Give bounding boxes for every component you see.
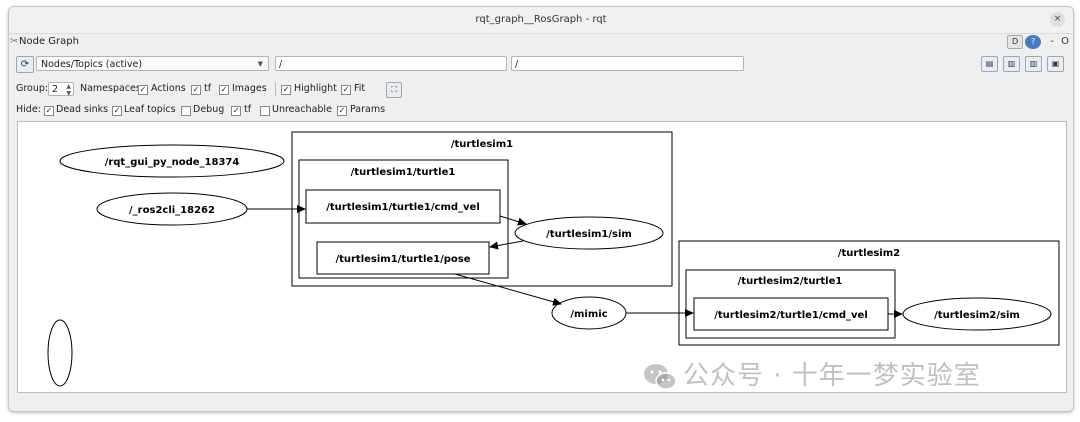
highlight-label: Highlight [294,83,337,94]
cluster-turtlesim1-turtle1-label: /turtlesim1/turtle1 [351,167,456,178]
images-checkbox[interactable]: ✓ [219,85,229,95]
cluster-turtlesim2-turtle1 [685,269,896,339]
dead-sinks-label: Dead sinks [56,104,109,115]
plugin-header: ✂ Node Graph D? - O [9,35,1073,51]
title-bar: rqt_graph__RosGraph - rqt × [9,7,1073,34]
cluster-turtlesim1-turtle1 [298,159,509,279]
tf-label: tf [204,83,212,94]
mode-select-value: Nodes/Topics (active) [41,59,143,70]
node-rqt-gui[interactable] [59,144,285,178]
cluster-turtlesim2 [678,240,1060,346]
edge-sim1-to-pose1 [489,240,524,250]
topic-turtlesim1-pose-label: /turtlesim1/turtle1/pose [335,254,470,265]
debug-checkbox[interactable] [181,106,191,116]
node-filter-input[interactable]: / [275,56,507,71]
spin-arrows-icon[interactable]: ▲▼ [66,83,71,97]
images-label: Images [232,83,267,94]
scissors-icon: ✂ [10,36,19,47]
close-plugin-button[interactable]: O [1061,36,1069,47]
group-value: 2 [52,84,59,95]
topic-turtlesim1-pose[interactable] [316,241,490,275]
screenshot-icon[interactable]: ▣ [1047,56,1064,72]
wechat-logo-icon [644,363,677,390]
hide-tf-label: tf [244,104,252,115]
node-turtlesim1-sim[interactable] [514,216,664,250]
topic-filter-input[interactable]: / [511,56,744,71]
hide-tf-checkbox[interactable]: ✓ [231,106,241,116]
graph-canvas[interactable]: /turtlesim1 /turtlesim1/turtle1 /turtles… [17,121,1067,393]
dock-button[interactable]: D [1007,35,1024,49]
watermark-text: 公众号 · 十年一梦实验室 [683,361,981,391]
cluster-turtlesim1-label: /turtlesim1 [451,139,513,150]
minimize-plugin-button[interactable]: - [1050,36,1054,47]
close-window-button[interactable]: × [1050,12,1065,27]
debug-label: Debug [193,104,225,115]
topic-turtlesim1-cmd-vel[interactable] [305,189,501,224]
watermark: 公众号 · 十年一梦实验室 [643,354,1053,398]
actions-label: Actions [151,83,186,94]
edge-cmd-vel1-to-sim1 [499,215,527,226]
cluster-turtlesim2-label: /turtlesim2 [838,248,900,259]
node-unlabeled[interactable] [47,319,73,387]
help-icon[interactable]: ? [1025,35,1042,49]
node-mimic-label: /mimic [570,309,607,320]
fit-in-view-icon[interactable]: ⛶ [386,82,402,98]
mode-select[interactable]: Nodes/Topics (active) ▼ [36,56,269,71]
tf-checkbox[interactable]: ✓ [191,85,201,95]
node-turtlesim1-sim-label: /turtlesim1/sim [546,229,632,240]
topic-turtlesim1-cmd-vel-label: /turtlesim1/turtle1/cmd_vel [326,202,480,213]
params-label: Params [350,104,386,115]
refresh-icon[interactable]: ⟳ [16,56,34,73]
params-checkbox[interactable]: ✓ [337,106,347,116]
unreachable-checkbox[interactable] [260,106,270,116]
ros-graph: /turtlesim1 /turtlesim1/turtle1 /turtles… [47,131,1060,387]
node-rqt-gui-label: /rqt_gui_py_node_18374 [105,157,240,168]
group-label: Group: [16,83,49,94]
node-ros2cli-label: /_ros2cli_18262 [129,205,215,216]
group-spinbox[interactable]: 2 ▲▼ [48,82,74,97]
plugin-controls: D? - O [1005,35,1069,49]
highlight-checkbox[interactable]: ✓ [281,85,291,95]
leaf-topics-label: Leaf topics [124,104,176,115]
rqt-window: rqt_graph__RosGraph - rqt × ✂ Node Graph… [8,6,1074,412]
actions-checkbox[interactable]: ✓ [138,85,148,95]
plugin-title: Node Graph [19,36,79,47]
toolbar-row: ⟳ Nodes/Topics (active) ▼ / / ▤ ▥ ▥ ▣ [9,53,1073,75]
unreachable-label: Unreachable [272,104,332,115]
hide-label: Hide: [16,104,41,115]
chevron-down-icon: ▼ [257,60,263,68]
save-dot-icon[interactable]: ▥ [1003,56,1020,72]
status-bar [9,393,1073,411]
save-svg-icon[interactable]: ▥ [1025,56,1042,72]
namespaces-label: Namespaces [80,83,141,94]
load-icon[interactable]: ▤ [981,56,998,72]
dead-sinks-checkbox[interactable]: ✓ [44,106,54,116]
options-row: Group: 2 ▲▼ Namespaces ✓ Actions ✓ tf ✓ … [9,79,1073,99]
fit-label: Fit [354,83,366,94]
cluster-turtlesim2-turtle1-label: /turtlesim2/turtle1 [738,276,843,287]
separator [275,82,276,96]
node-turtlesim2-sim[interactable] [902,297,1052,331]
topic-turtlesim2-cmd-vel-label: /turtlesim2/turtle1/cmd_vel [714,310,868,321]
window-title: rqt_graph__RosGraph - rqt [475,14,607,25]
leaf-topics-checkbox[interactable]: ✓ [112,106,122,116]
node-turtlesim2-sim-label: /turtlesim2/sim [934,310,1020,321]
hide-row: Hide: ✓ Dead sinks ✓ Leaf topics Debug ✓… [9,101,1073,119]
edge-pose1-to-mimic [454,273,562,306]
fit-checkbox[interactable]: ✓ [341,85,351,95]
